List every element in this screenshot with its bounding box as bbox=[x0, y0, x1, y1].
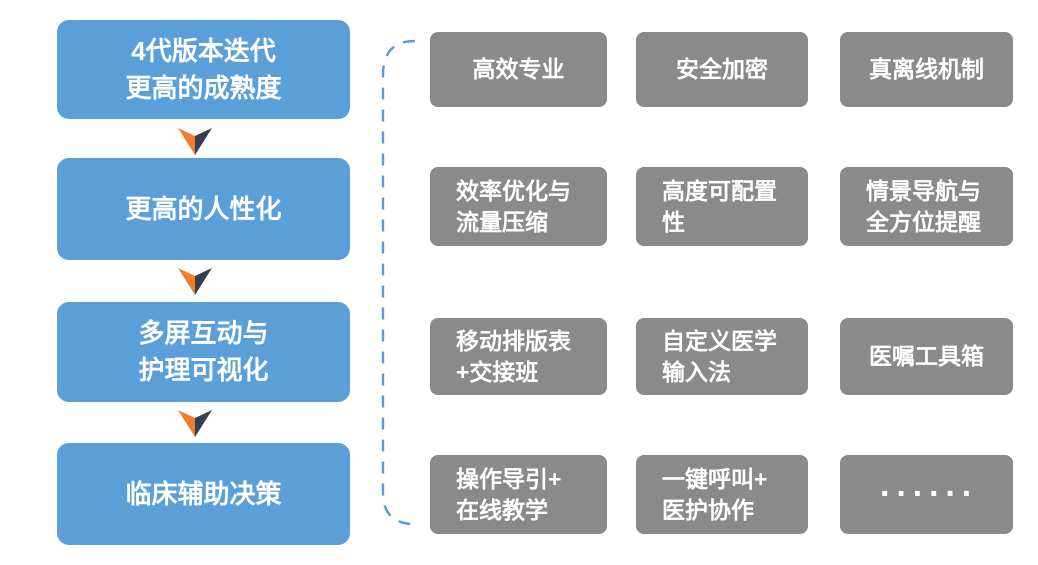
feature-box: 安全加密 bbox=[636, 32, 808, 107]
feature-box: 自定义医学 输入法 bbox=[636, 318, 808, 395]
feature-box: 高效专业 bbox=[430, 32, 607, 107]
feature-box: 移动排版表 +交接班 bbox=[430, 318, 607, 395]
down-chevron-icon bbox=[178, 268, 212, 295]
feature-box: 情景导航与 全方位提醒 bbox=[840, 167, 1013, 246]
feature-box-ellipsis: ······ bbox=[840, 455, 1013, 534]
feature-box: 真离线机制 bbox=[840, 32, 1013, 107]
feature-box: 高度可配置 性 bbox=[636, 167, 808, 246]
stage-box-1: 4代版本迭代 更高的成熟度 bbox=[57, 20, 350, 119]
feature-box: 一键呼叫+ 医护协作 bbox=[636, 455, 808, 534]
feature-box: 操作导引+ 在线教学 bbox=[430, 455, 607, 534]
feature-box: 医嘱工具箱 bbox=[840, 318, 1013, 395]
dashed-brace bbox=[381, 39, 416, 526]
stage-box-3: 多屏互动与 护理可视化 bbox=[57, 302, 350, 402]
stage-box-2: 更高的人性化 bbox=[57, 158, 350, 260]
stage-box-4: 临床辅助决策 bbox=[57, 443, 350, 545]
down-chevron-icon bbox=[178, 410, 212, 437]
feature-box: 效率优化与 流量压缩 bbox=[430, 167, 607, 246]
down-chevron-icon bbox=[178, 128, 212, 155]
